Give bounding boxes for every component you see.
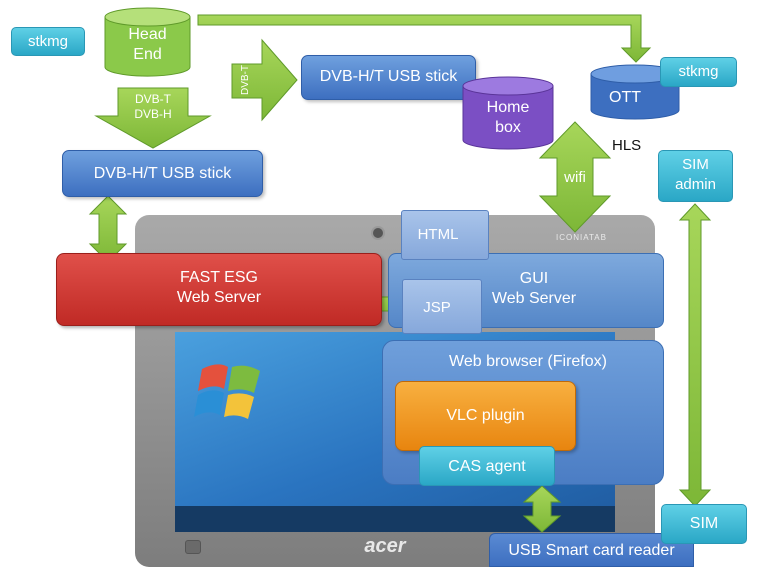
- fast-esg-label: FAST ESG Web Server: [57, 268, 381, 308]
- windows-logo-icon: [190, 355, 270, 425]
- usb-reader-label: USB Smart card reader: [508, 542, 675, 559]
- gui-line1: GUI: [519, 270, 549, 287]
- home-box-line2: box: [495, 119, 521, 136]
- home-button-icon: [185, 540, 201, 554]
- sim-admin-line1: SIM: [682, 156, 709, 173]
- head-end-cylinder: Head End: [104, 7, 191, 77]
- sim-admin-sim-arrow: [678, 203, 712, 507]
- tablet-brand-label: ICONIATAB: [556, 233, 607, 242]
- usb-stick-left-label: DVB-H/T USB stick: [93, 165, 232, 182]
- wifi-arrow: [538, 121, 612, 233]
- head-end-line2: End: [133, 46, 162, 63]
- fast-esg-line2: Web Server: [176, 289, 262, 306]
- cas-usb-arrow: [522, 485, 562, 533]
- html-scroll: HTML: [401, 210, 489, 260]
- sim-admin-box: SIM admin: [658, 150, 733, 202]
- sim-label: SIM: [689, 515, 719, 532]
- fast-esg-box: FAST ESG Web Server: [56, 253, 382, 326]
- cas-agent-label: CAS agent: [448, 458, 526, 475]
- html-label: HTML: [417, 226, 459, 243]
- stkmg-right-label: stkmg: [678, 63, 719, 80]
- head-end-line1: Head: [128, 26, 167, 43]
- dvb-t-label: DVB-T: [135, 92, 171, 106]
- vlc-plugin-label: VLC plugin: [446, 407, 525, 424]
- sim-box: SIM: [661, 504, 747, 544]
- sim-admin-label: SIM admin: [659, 155, 732, 195]
- ott-label: OTT: [609, 89, 641, 106]
- head-end-to-ott-arrow: [197, 14, 652, 63]
- jsp-label: JSP: [423, 299, 451, 316]
- usb-stick-left-box: DVB-H/T USB stick: [62, 150, 263, 197]
- home-box-cylinder: Home box: [462, 76, 554, 150]
- usb-stick-top-box: DVB-H/T USB stick: [301, 55, 476, 100]
- head-end-label: Head End: [104, 25, 191, 65]
- dvb-t-vertical-label: DVB-T: [240, 65, 251, 95]
- home-box-label: Home box: [462, 98, 554, 138]
- gui-label: GUI Web Server: [459, 269, 609, 309]
- stkmg-left-label: stkmg: [27, 33, 68, 50]
- wifi-label: wifi: [564, 169, 586, 186]
- stkmg-right-box: stkmg: [660, 57, 737, 87]
- web-browser-label: Web browser (Firefox): [449, 353, 607, 370]
- dvb-down-arrow: [94, 87, 212, 149]
- stkmg-left-box: stkmg: [11, 27, 85, 56]
- sim-admin-line2: admin: [675, 176, 716, 193]
- dvb-h-label: DVB-H: [134, 107, 172, 121]
- home-box-line1: Home: [486, 99, 530, 116]
- camera-icon: [371, 226, 385, 240]
- fast-esg-line1: FAST ESG: [180, 269, 258, 286]
- usb-reader-box: USB Smart card reader: [489, 533, 694, 567]
- ott-cylinder: OTT: [590, 64, 680, 120]
- device-brand-label: acer: [364, 535, 406, 557]
- hls-label: HLS: [612, 137, 642, 154]
- jsp-scroll: JSP: [402, 279, 482, 334]
- cas-agent-box: CAS agent: [419, 446, 555, 486]
- dvb-t-right-arrow: [231, 38, 298, 122]
- gui-line2: Web Server: [491, 290, 577, 307]
- vlc-plugin-box: VLC plugin: [395, 381, 576, 451]
- dvb-td-h-label: DVB-T DVB-H: [118, 92, 188, 122]
- usb-stick-top-label: DVB-H/T USB stick: [319, 68, 458, 85]
